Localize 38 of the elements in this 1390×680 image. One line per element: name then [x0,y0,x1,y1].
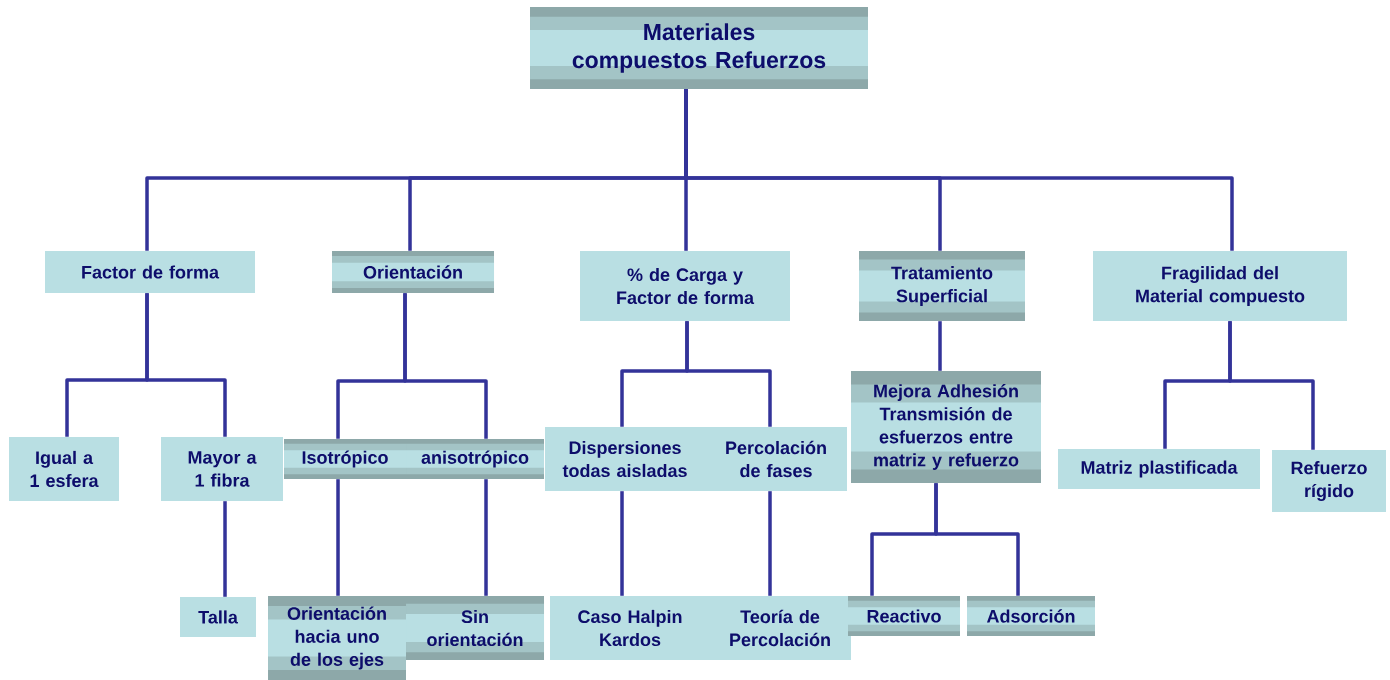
connector-line [1228,321,1315,450]
concept-box: Caso Halpin Kardos [550,596,710,660]
connector-line [768,491,772,596]
concept-box: Percolación de fases [705,427,847,491]
connector-line [336,479,340,596]
concept-box: Refuerzo rígido [1272,450,1386,512]
concept-box: anisotrópico [406,439,544,479]
connector-line [620,491,624,596]
node-label: Dispersiones todas aisladas [562,440,687,478]
concept-box: Mejora Adhesión Transmisión de esfuerzos entre matriz y refuerzo [851,371,1041,483]
concept-box: Teoría de Percolación [709,596,851,660]
concept-box: Reactivo [848,596,960,636]
concept-box: Fragilidad del Material compuesto [1093,251,1347,321]
node-label: Percolación de fases [726,440,826,478]
title-box: Materiales compuestos Refuerzos [530,7,868,89]
concept-box: Orientación [332,251,494,293]
node-label: Teoría de Percolación [730,609,830,647]
connector-line [938,321,942,371]
concept-box: Dispersiones todas aisladas [545,427,705,491]
connector-line [223,501,227,597]
concept-box: % de Carga y Factor de forma [580,251,790,321]
concept-box: Orientación hacia uno de los ejes [268,596,406,680]
connector-line [484,479,488,596]
connector-line [684,89,1234,251]
concept-box: Igual a 1 esfera [9,437,119,501]
node-label: Caso Halpin Kardos [578,609,682,647]
concept-box: Sin orientación [406,596,544,660]
concept-box: Tratamiento Superficial [859,251,1025,321]
connector-line [685,321,772,427]
concept-box: Adsorción [967,596,1095,636]
connector-line [145,293,227,437]
concept-box: Mayor a 1 fibra [161,437,283,501]
concept-box: Matriz plastificada [1058,449,1260,489]
concept-box: Isotrópico [284,439,406,479]
connector-line [934,483,1020,596]
concept-box: Factor de forma [45,251,255,293]
concept-box: Talla [180,597,256,637]
connector-line [403,293,488,439]
